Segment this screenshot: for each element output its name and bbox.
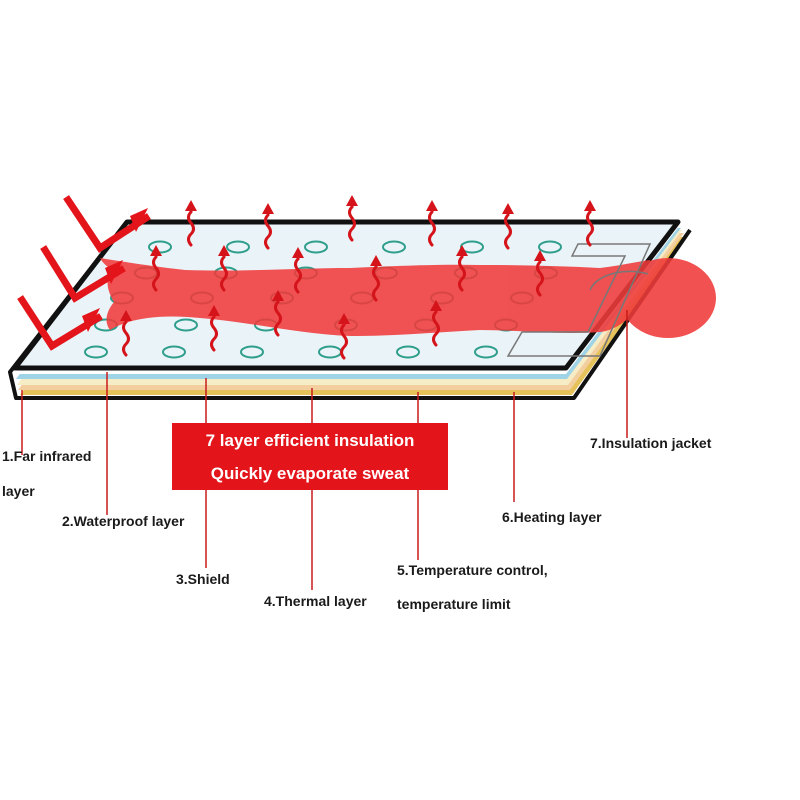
heat-arrow (502, 203, 514, 250)
banner: 7 layer efficient insulation Quickly eva… (172, 423, 448, 490)
heat-arrow (272, 290, 284, 337)
infrared-arrow-3 (17, 295, 103, 351)
heat-arrow (262, 203, 274, 250)
ventilation-circle (474, 345, 498, 359)
infrared-arrowhead-2 (105, 260, 123, 284)
leader-lines (21, 310, 628, 590)
heat-arrow (346, 195, 358, 242)
heat-arrow (370, 255, 382, 302)
ventilation-circle (174, 318, 198, 332)
heat-arrow (150, 245, 162, 292)
label-far-infrared-line2: layer (2, 483, 35, 499)
label-waterproof: 2.Waterproof layer (62, 513, 185, 529)
label-temp-control-line2: temperature limit (397, 596, 511, 612)
pad-outer-edge (8, 220, 692, 400)
infrared-arrow-1 (63, 195, 151, 253)
heat-arrow (456, 245, 468, 292)
ventilation-circle (382, 240, 406, 254)
heat-arrow (534, 250, 546, 297)
heat-arrow (338, 313, 350, 360)
ventilation-circle (84, 345, 108, 359)
pillow-outline (506, 243, 652, 357)
infrared-arrow-2 (40, 245, 126, 303)
heat-arrow (430, 300, 442, 347)
heat-arrow (120, 310, 132, 357)
head-shape (620, 258, 716, 338)
infrared-arrowhead-3 (82, 308, 100, 332)
heat-arrow (185, 200, 197, 247)
heat-arrow (208, 305, 220, 352)
heat-arrow (426, 200, 438, 247)
infrared-arrows (17, 195, 151, 351)
ventilation-circle (304, 240, 328, 254)
label-insulation-jacket: 7.Insulation jacket (590, 435, 712, 451)
label-temp-control-line1: 5.Temperature control, (397, 562, 548, 578)
label-thermal: 4.Thermal layer (264, 593, 367, 609)
banner-line-2: Quickly evaporate sweat (210, 464, 410, 483)
label-shield: 3.Shield (176, 571, 230, 587)
label-far-infrared-line1: 1.Far infrared (2, 448, 92, 464)
ventilation-circle (538, 240, 562, 254)
infrared-arrowhead-1 (130, 208, 148, 232)
heat-arrow (218, 245, 230, 292)
banner-line-1: 7 layer efficient insulation (205, 431, 415, 450)
ventilation-circle (162, 345, 186, 359)
label-heating: 6.Heating layer (502, 509, 602, 525)
ventilation-circle (226, 240, 250, 254)
heat-arrow (292, 247, 304, 294)
heat-arrow (584, 200, 596, 247)
ventilation-circle (240, 345, 264, 359)
heat-arrows (120, 195, 596, 360)
ventilation-circle (396, 345, 420, 359)
